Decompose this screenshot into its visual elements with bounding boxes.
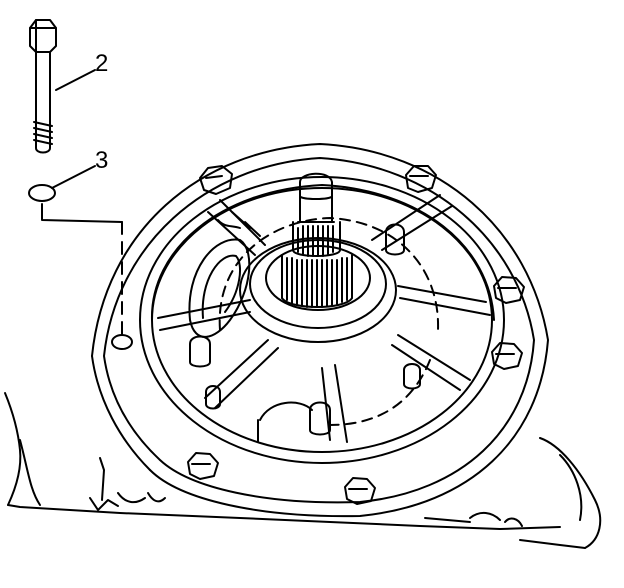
- callout-label-bolt: 2: [95, 50, 109, 77]
- transmission-case: [4, 392, 602, 549]
- bolt-part: [29, 19, 57, 154]
- flange-bolts: [187, 165, 525, 505]
- leader-line-3: [51, 165, 96, 189]
- flange-bolt: [199, 165, 233, 195]
- washer-part: [28, 184, 56, 202]
- installation-leader: [41, 203, 123, 335]
- flange-bolt: [344, 477, 376, 505]
- pump-flange: [91, 143, 549, 518]
- flange-bolt: [187, 452, 219, 480]
- input-shaft: [281, 172, 353, 308]
- leader-line-2: [55, 69, 96, 91]
- stator-ring: [139, 176, 505, 464]
- flange-bolt: [493, 276, 525, 304]
- pump-bosses: [189, 223, 421, 443]
- flange-bolt: [491, 342, 523, 370]
- flange-bolt: [405, 165, 437, 193]
- bolt-hole: [111, 334, 133, 350]
- callout-label-washer: 3: [95, 147, 109, 174]
- pump-cavity: [188, 211, 261, 338]
